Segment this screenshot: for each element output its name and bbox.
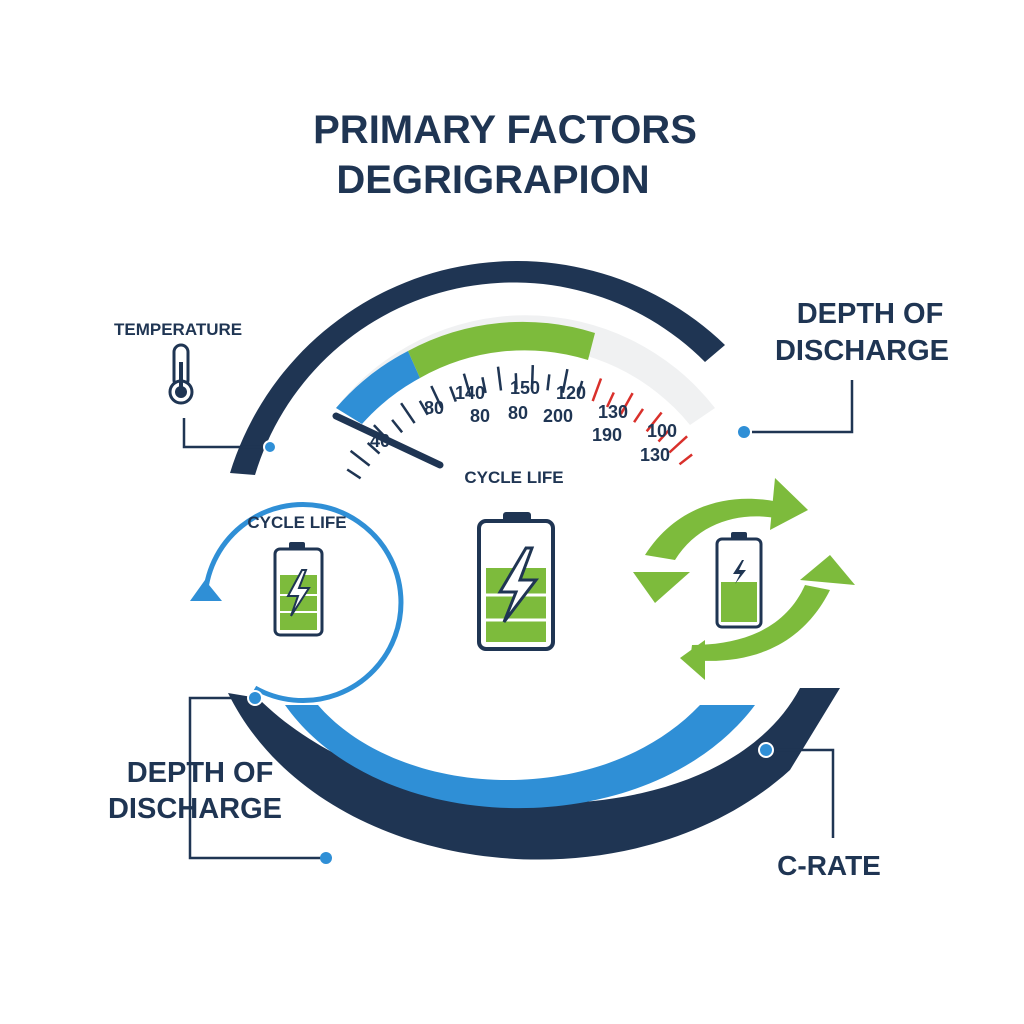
gauge-tick bbox=[462, 373, 472, 398]
gauge-number: 80 bbox=[470, 406, 490, 426]
gauge-tick bbox=[546, 374, 551, 391]
recycle-arrows-icon bbox=[633, 478, 855, 680]
gauge-ticks bbox=[346, 365, 693, 480]
c-rate-label: C-RATE bbox=[777, 850, 881, 881]
gauge-tick bbox=[645, 411, 663, 433]
gauge-tick bbox=[430, 385, 443, 409]
gauge-number: 40 bbox=[370, 431, 390, 451]
gauge-number: 120 bbox=[556, 383, 586, 403]
battery-bolt-icon bbox=[273, 542, 324, 637]
gauge-tick bbox=[678, 453, 693, 466]
depth-bottom-dot bbox=[247, 690, 263, 706]
battery-bolt-icon bbox=[477, 512, 555, 651]
title-line-1: PRIMARY FACTORS bbox=[313, 108, 697, 152]
gauge-tick bbox=[576, 380, 584, 397]
gauge-number: 80 bbox=[424, 398, 444, 418]
gauge-tick bbox=[514, 373, 518, 390]
gauge-number: 100 bbox=[647, 421, 677, 441]
battery-bolt-icon bbox=[715, 532, 763, 629]
thermometer-icon bbox=[168, 343, 194, 405]
depth-bottom-line-2: DISCHARGE bbox=[108, 793, 282, 825]
cycle-circle bbox=[202, 502, 404, 704]
gauge-tick bbox=[561, 368, 569, 393]
outer-arc-bottom bbox=[228, 688, 840, 860]
temperature-dot bbox=[263, 440, 277, 454]
gauge-caption: CYCLE LIFE bbox=[464, 468, 563, 487]
gauge-tick bbox=[605, 391, 615, 408]
gauge-number: 200 bbox=[543, 406, 573, 426]
temperature-connector bbox=[182, 418, 270, 449]
gauge-number: 130 bbox=[598, 402, 628, 422]
gauge-tick bbox=[657, 428, 671, 443]
depth-bottom-line-1: DEPTH OF bbox=[127, 757, 274, 789]
gauge-tick bbox=[496, 366, 503, 391]
depth-top-line-2: DISCHARGE bbox=[775, 335, 949, 367]
gauge-number: 190 bbox=[592, 425, 622, 445]
gauge-tick bbox=[349, 449, 371, 467]
depth-bottom-connector bbox=[188, 696, 325, 860]
c-rate-connector bbox=[768, 748, 835, 838]
title-line-2: DEGRIGRAPION bbox=[336, 158, 649, 202]
gauge-blue-segment bbox=[336, 351, 420, 424]
gauge-tick bbox=[400, 402, 416, 424]
temperature-label: TEMPERATURE bbox=[114, 320, 242, 339]
gauge-tick bbox=[530, 365, 535, 390]
gauge-number: 80 bbox=[508, 403, 528, 423]
inner-arc-bottom bbox=[285, 705, 755, 809]
gauge-tick bbox=[668, 435, 688, 454]
gauge-tick bbox=[366, 441, 381, 455]
gauge-number: 130 bbox=[640, 445, 670, 465]
gauge-tick bbox=[481, 377, 487, 394]
gauge-tick bbox=[619, 392, 634, 415]
gauge-needle bbox=[332, 412, 444, 469]
outer-arc-top bbox=[230, 260, 725, 475]
gauge-number: 150 bbox=[510, 378, 540, 398]
circular-arrow-icon bbox=[190, 580, 222, 601]
depth-top-connector bbox=[752, 380, 854, 434]
gauge-tick bbox=[346, 468, 362, 480]
gauge-tick bbox=[449, 386, 457, 403]
left-cycle-caption: CYCLE LIFE bbox=[247, 513, 346, 532]
gauge-number: 140 bbox=[455, 383, 485, 403]
gauge-tick bbox=[418, 400, 429, 416]
depth-top-dot bbox=[738, 426, 750, 438]
depth-top-line-1: DEPTH OF bbox=[797, 298, 944, 330]
depth-bottom-end-dot bbox=[320, 852, 332, 864]
gauge-tick bbox=[633, 408, 645, 423]
gauge-tick bbox=[391, 419, 404, 434]
gauge-tick bbox=[591, 378, 603, 402]
c-rate-dot bbox=[758, 742, 774, 758]
gauge-green-segment bbox=[408, 321, 595, 378]
